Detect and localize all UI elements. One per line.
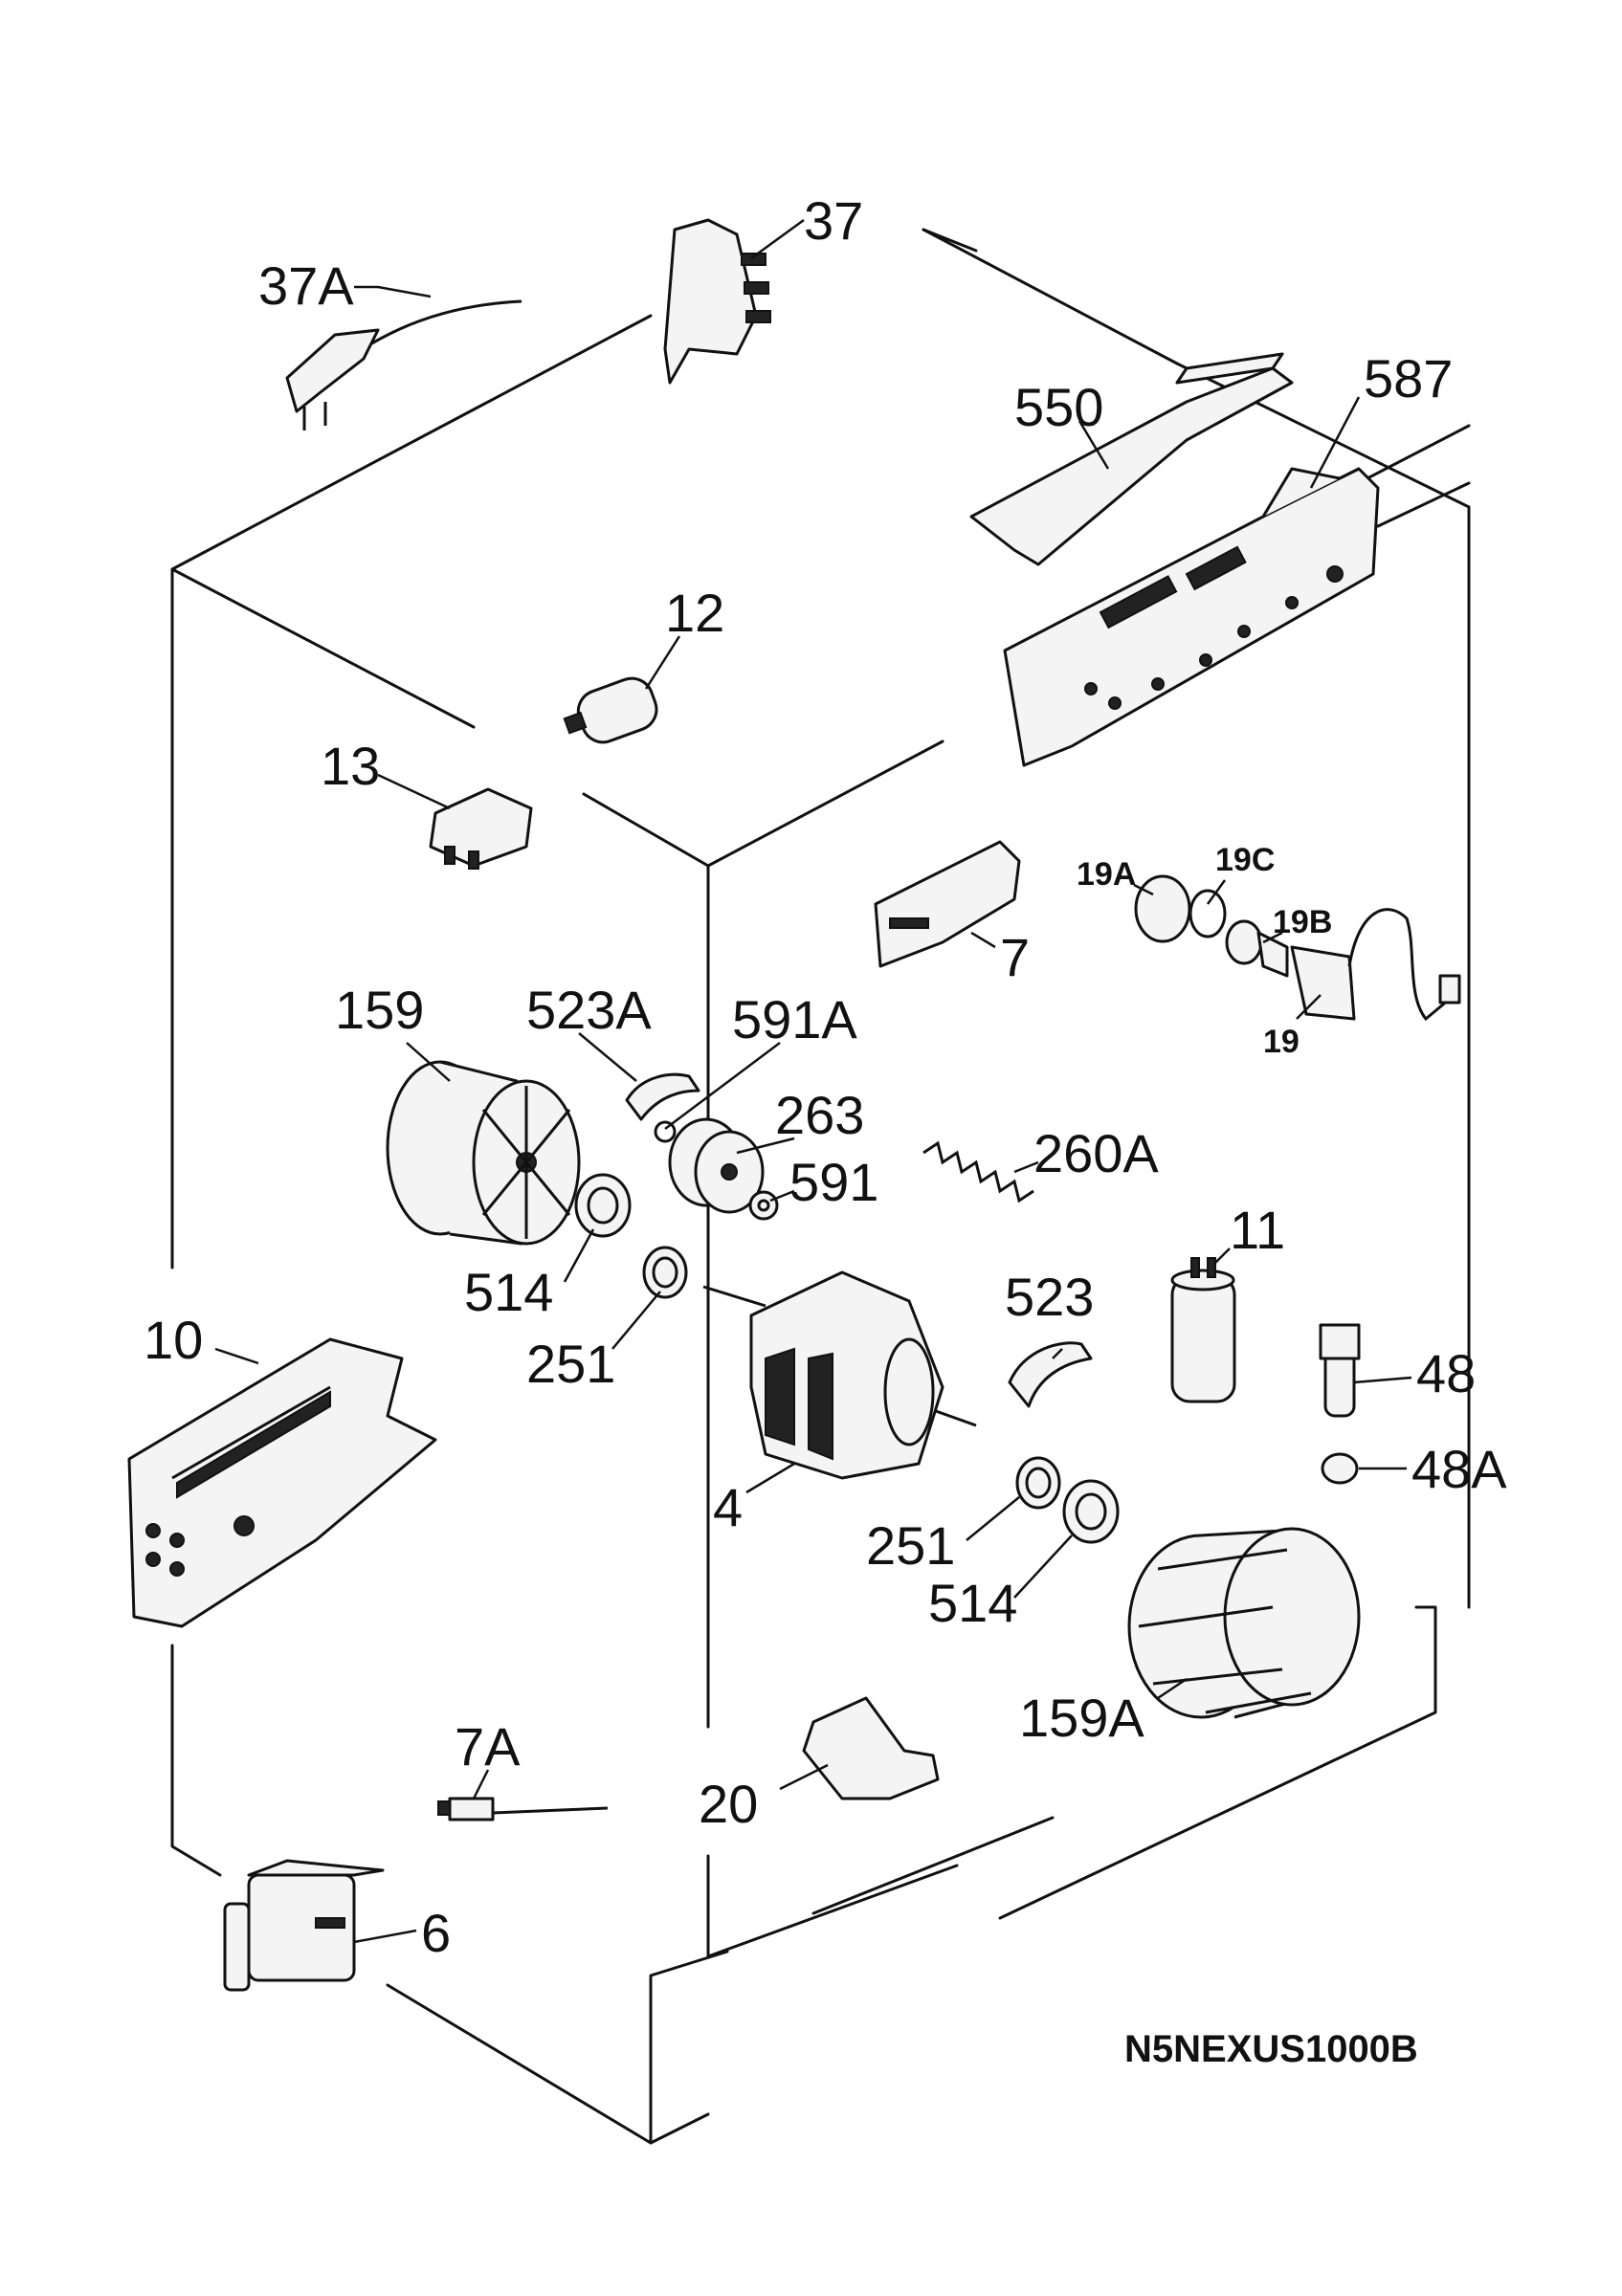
callout-19A: 19A bbox=[1077, 856, 1136, 893]
callout-4: 4 bbox=[713, 1477, 743, 1537]
callout-10: 10 bbox=[144, 1310, 203, 1370]
callout-20: 20 bbox=[699, 1774, 758, 1834]
callout-13: 13 bbox=[321, 736, 380, 796]
fan-wheel-rear-part bbox=[386, 1060, 581, 1246]
thermostat-part bbox=[1319, 1323, 1361, 1418]
callout-48: 48 bbox=[1416, 1343, 1476, 1403]
spring-part bbox=[922, 1140, 1034, 1203]
callout-19C: 19C bbox=[1215, 842, 1275, 878]
callout-523: 523 bbox=[1005, 1267, 1094, 1327]
relay-part bbox=[429, 787, 533, 870]
callout-523A: 523A bbox=[526, 980, 652, 1040]
microswitch-part bbox=[437, 1797, 609, 1821]
control-board-part bbox=[1003, 467, 1380, 767]
diagram-code: N5NEXUS1000B bbox=[1124, 2028, 1418, 2070]
callout-6: 6 bbox=[421, 1903, 451, 1963]
blower-wheel-part bbox=[1127, 1527, 1361, 1719]
power-cord-part bbox=[285, 299, 522, 430]
drain-pump-part bbox=[223, 1859, 385, 1992]
callout-labels: 37 37A 550 587 12 13 7 19A 19C 19B 19 15… bbox=[144, 190, 1507, 1963]
callout-19: 19 bbox=[1263, 1024, 1300, 1060]
capacitor-motor-part bbox=[1170, 1257, 1236, 1403]
clip-ring-591A-part bbox=[654, 1120, 677, 1143]
pulley-part bbox=[668, 1117, 765, 1214]
terminal-block-part bbox=[663, 218, 771, 385]
bearing-251-upper-part bbox=[642, 1246, 688, 1299]
bearing-251-lower-part bbox=[1015, 1456, 1061, 1510]
callout-11: 11 bbox=[1230, 1200, 1285, 1260]
thermostat-seal-part bbox=[1321, 1452, 1359, 1485]
callout-514-upper: 514 bbox=[464, 1262, 553, 1322]
callout-251-lower: 251 bbox=[866, 1515, 955, 1576]
callout-159A: 159A bbox=[1019, 1688, 1144, 1748]
bearing-514-upper-part bbox=[574, 1173, 632, 1238]
sensor-bracket-part bbox=[874, 840, 1021, 968]
callout-7A: 7A bbox=[455, 1716, 521, 1777]
callout-260A: 260A bbox=[1033, 1123, 1159, 1183]
callout-514-lower: 514 bbox=[928, 1573, 1017, 1633]
callout-19B: 19B bbox=[1273, 904, 1332, 940]
leader-lines bbox=[214, 218, 1412, 1944]
washer-591-part bbox=[748, 1190, 779, 1221]
callout-251-upper: 251 bbox=[526, 1334, 615, 1394]
callout-7: 7 bbox=[1000, 927, 1030, 987]
callout-48A: 48A bbox=[1411, 1439, 1507, 1499]
lamp-assembly-part bbox=[1134, 874, 1461, 1022]
cover-strip-part bbox=[969, 352, 1294, 566]
bracket-523-part bbox=[1008, 1341, 1093, 1408]
heater-assembly-part bbox=[127, 1337, 437, 1628]
callout-37: 37 bbox=[804, 190, 863, 251]
callout-159: 159 bbox=[335, 980, 424, 1040]
callout-550: 550 bbox=[1014, 377, 1103, 437]
callout-591: 591 bbox=[789, 1152, 878, 1212]
callout-37A: 37A bbox=[258, 255, 354, 316]
callout-587: 587 bbox=[1364, 348, 1453, 408]
callout-12: 12 bbox=[665, 583, 724, 643]
door-switch-part bbox=[802, 1696, 940, 1800]
capacitor-small-part bbox=[563, 676, 658, 744]
bearing-514-lower-part bbox=[1062, 1479, 1120, 1544]
bracket-523A-part bbox=[625, 1072, 700, 1121]
motor-part bbox=[702, 1270, 977, 1480]
callout-263: 263 bbox=[775, 1085, 864, 1145]
callout-591A: 591A bbox=[732, 989, 857, 1049]
